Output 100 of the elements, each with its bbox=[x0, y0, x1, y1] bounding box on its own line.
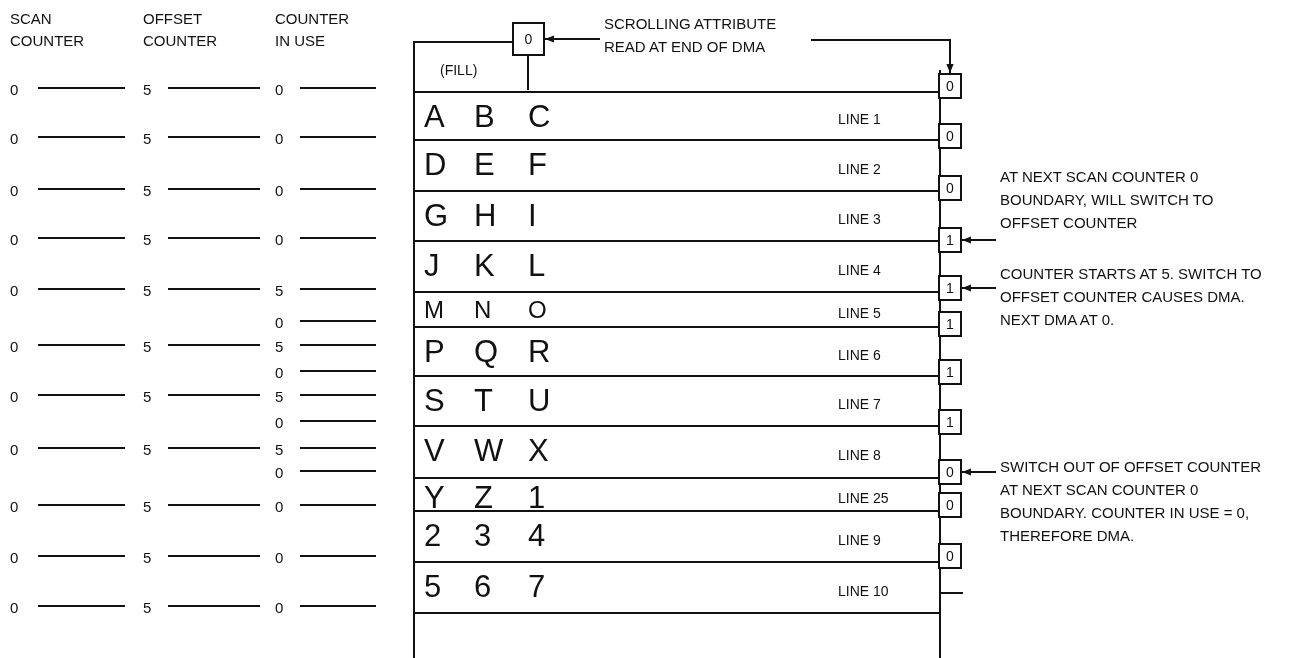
attribute-box: 0 bbox=[938, 543, 962, 569]
counter-value: 0 bbox=[10, 129, 19, 149]
counter-value: 0 bbox=[10, 387, 19, 407]
attribute-box: 0 bbox=[938, 492, 962, 518]
screen-character: B bbox=[474, 101, 495, 132]
screen-character: G bbox=[424, 200, 449, 231]
counter-value: 0 bbox=[275, 313, 284, 333]
screen-character: 1 bbox=[528, 482, 546, 510]
screen-character: 7 bbox=[528, 571, 546, 602]
counter-value: 0 bbox=[10, 337, 19, 357]
counter-value: 0 bbox=[10, 598, 19, 618]
screen-character: I bbox=[528, 200, 537, 231]
screen-character: O bbox=[528, 298, 547, 322]
screen-character: W bbox=[474, 435, 504, 466]
screen-character: X bbox=[528, 435, 549, 466]
counter-value: 5 bbox=[275, 337, 284, 357]
annotation-text: SWITCH OUT OF OFFSET COUNTER AT NEXT SCAN COUNTER 0 BOUNDARY. COUNTER IN USE = 0, THEREFORE DMA. bbox=[1000, 455, 1262, 547]
attribute-box: 0 bbox=[938, 73, 962, 99]
counter-value: 0 bbox=[275, 598, 284, 618]
counter-value: 0 bbox=[275, 80, 284, 100]
counter-value: 5 bbox=[143, 497, 152, 517]
screen-character: Q bbox=[474, 336, 499, 367]
counter-value: 5 bbox=[143, 129, 152, 149]
arrow bbox=[961, 468, 997, 476]
screen-character: U bbox=[528, 385, 551, 416]
arrow bbox=[961, 284, 997, 292]
counter-value: 0 bbox=[275, 497, 284, 517]
counter-value: 5 bbox=[143, 387, 152, 407]
attribute-box: 0 bbox=[938, 175, 962, 201]
annotation-text: AT NEXT SCAN COUNTER 0 BOUNDARY, WILL SWITCH TO OFFSET COUNTER bbox=[1000, 165, 1262, 234]
screen-character: 2 bbox=[424, 520, 442, 551]
counter-value: 0 bbox=[275, 230, 284, 250]
line-label: LINE 25 bbox=[838, 489, 889, 506]
counter-value: 0 bbox=[275, 413, 284, 433]
attribute-box: 0 bbox=[512, 22, 545, 56]
line-label: LINE 10 bbox=[838, 582, 889, 599]
line-label: LINE 1 bbox=[838, 111, 881, 127]
attribute-box: 1 bbox=[938, 311, 962, 337]
line-label: LINE 6 bbox=[838, 346, 881, 363]
counter-value: 5 bbox=[275, 281, 284, 301]
screen-character: V bbox=[424, 435, 445, 466]
attribute-box: 0 bbox=[938, 123, 962, 149]
counter-value: 0 bbox=[275, 129, 284, 149]
screen-character: Z bbox=[474, 482, 493, 510]
screen-character: 3 bbox=[474, 520, 492, 551]
counter-value: 0 bbox=[275, 548, 284, 568]
screen-character: L bbox=[528, 250, 546, 281]
counter-value: 0 bbox=[10, 80, 19, 100]
counter-value: 0 bbox=[10, 440, 19, 460]
counter-value: 0 bbox=[10, 230, 19, 250]
line-label: LINE 5 bbox=[838, 304, 881, 321]
counter-value: 5 bbox=[143, 181, 152, 201]
counter-value: 5 bbox=[275, 440, 284, 460]
screen-character: E bbox=[474, 149, 495, 180]
counter-value: 5 bbox=[143, 230, 152, 250]
screen-character: H bbox=[474, 200, 497, 231]
screen-character: A bbox=[424, 101, 445, 132]
screen-character: C bbox=[528, 101, 551, 132]
arrow bbox=[810, 39, 954, 74]
counter-value: 5 bbox=[143, 598, 152, 618]
line-label: LINE 3 bbox=[838, 211, 881, 227]
screen-character: P bbox=[424, 336, 445, 367]
annotation-text: SCROLLING ATTRIBUTE READ AT END OF DMA bbox=[604, 12, 809, 58]
line-label: LINE 9 bbox=[838, 531, 881, 548]
counter-value: 0 bbox=[10, 181, 19, 201]
screen-character: 6 bbox=[474, 571, 492, 602]
annotation-text: COUNTER STARTS AT 5. SWITCH TO OFFSET COUNTER CAUSES DMA. NEXT DMA AT 0. bbox=[1000, 262, 1262, 331]
column-header: SCAN COUNTER bbox=[10, 9, 86, 51]
arrow bbox=[961, 236, 997, 244]
attribute-box: 0 bbox=[938, 459, 962, 485]
counter-value: 5 bbox=[143, 281, 152, 301]
screen-character: 5 bbox=[424, 571, 442, 602]
attribute-box: 1 bbox=[938, 359, 962, 385]
screen-character: T bbox=[474, 385, 493, 416]
screen-character: 4 bbox=[528, 520, 546, 551]
line-label: LINE 4 bbox=[838, 261, 881, 278]
screen-character: Y bbox=[424, 482, 445, 510]
counter-value: 5 bbox=[143, 440, 152, 460]
line-label: LINE 8 bbox=[838, 447, 881, 463]
line-label: LINE 7 bbox=[838, 396, 881, 412]
counter-value: 0 bbox=[275, 181, 284, 201]
attribute-box: 1 bbox=[938, 409, 962, 435]
counter-value: 5 bbox=[143, 337, 152, 357]
screen-character: N bbox=[474, 298, 492, 322]
counter-value: 5 bbox=[275, 387, 284, 407]
screen-character: D bbox=[424, 149, 447, 180]
row-label: (FILL) bbox=[440, 62, 478, 78]
screen-character: M bbox=[424, 298, 444, 322]
column-header: OFFSET COUNTER bbox=[143, 9, 219, 51]
counter-value: 0 bbox=[275, 463, 284, 483]
screen-character: K bbox=[474, 250, 495, 281]
counter-value: 5 bbox=[143, 548, 152, 568]
arrow bbox=[544, 35, 601, 43]
screen-character: J bbox=[424, 250, 440, 281]
screen-character: R bbox=[528, 336, 551, 367]
column-header: COUNTER IN USE bbox=[275, 9, 351, 51]
counter-value: 0 bbox=[10, 281, 19, 301]
screen-character: S bbox=[424, 385, 445, 416]
attribute-box: 1 bbox=[938, 275, 962, 301]
counter-value: 0 bbox=[275, 363, 284, 383]
